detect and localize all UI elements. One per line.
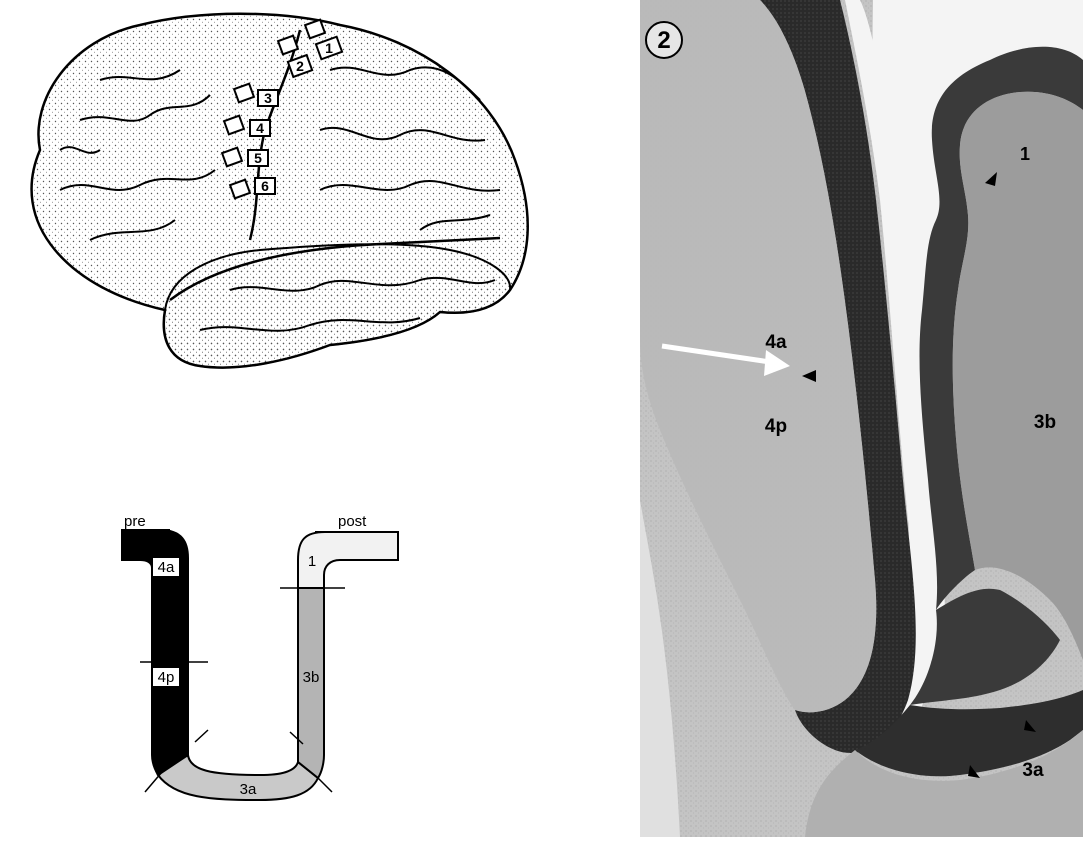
site-label-1: 1	[325, 40, 333, 56]
histology-image: 2 1 4a 4p 3b 3a	[640, 0, 1083, 837]
brain-lateral-view: 1 2 3 4 5 6	[0, 0, 560, 400]
site-label-3: 3	[264, 90, 272, 106]
schematic-drawing: pre post 4a 4p 3b 3a 1	[100, 500, 420, 820]
histology-section: 2 1 4a 4p 3b 3a	[640, 0, 1083, 837]
site-label-4: 4	[256, 120, 264, 136]
section-label-4a: 4a	[765, 332, 787, 353]
temporal-lobe	[164, 244, 510, 367]
label-3b: 3b	[303, 669, 320, 686]
area-3a-region	[158, 755, 318, 800]
label-4a: 4a	[158, 559, 175, 576]
site-label-5: 5	[254, 150, 262, 166]
brain-drawing: 1 2 3 4 5 6	[0, 0, 560, 400]
section-label-4p: 4p	[765, 416, 787, 437]
label-4p: 4p	[158, 669, 175, 686]
label-3a: 3a	[240, 781, 257, 798]
site-label-2: 2	[296, 58, 304, 74]
post-label: post	[338, 513, 367, 530]
section-label-3b: 3b	[1034, 412, 1056, 433]
pre-label: pre	[124, 513, 146, 530]
label-1: 1	[308, 553, 316, 570]
panel-number: 2	[657, 27, 670, 54]
central-sulcus-schematic: pre post 4a 4p 3b 3a 1	[100, 500, 420, 820]
site-label-6: 6	[261, 178, 269, 194]
section-label-1: 1	[1020, 144, 1030, 164]
section-label-3a: 3a	[1022, 760, 1044, 781]
